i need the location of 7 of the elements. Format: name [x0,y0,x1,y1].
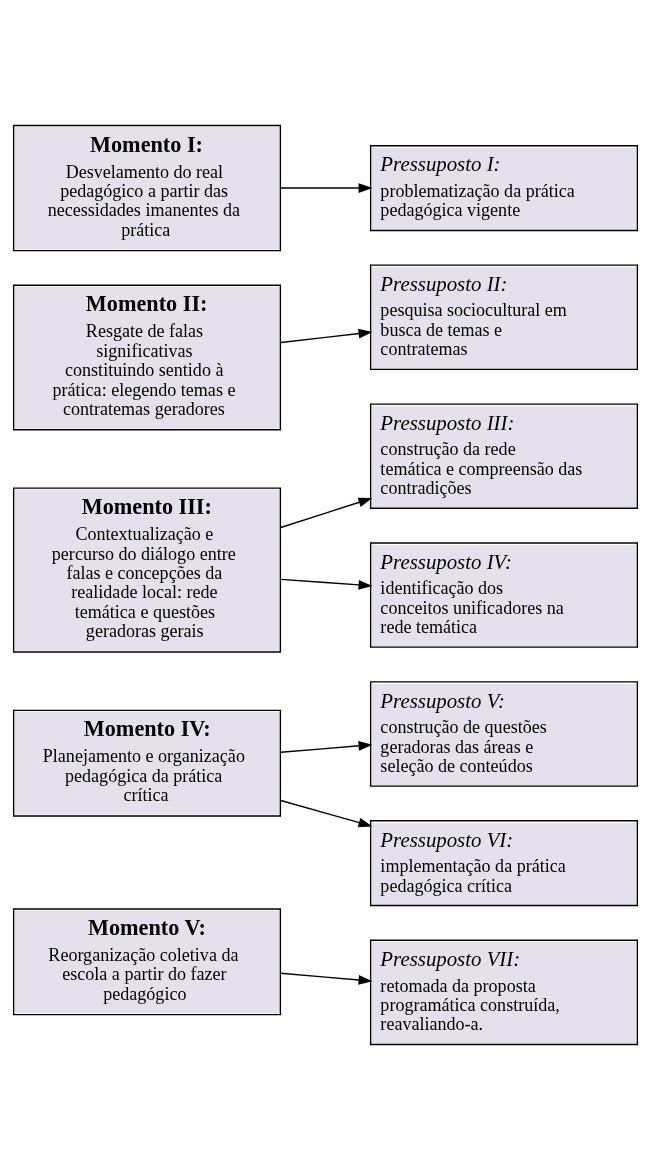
arrow [280,578,373,590]
arrow [280,328,373,343]
arrow [280,799,373,827]
arrow [280,182,373,193]
arrow [280,497,373,528]
arrow [280,740,373,753]
arrow [280,972,373,985]
